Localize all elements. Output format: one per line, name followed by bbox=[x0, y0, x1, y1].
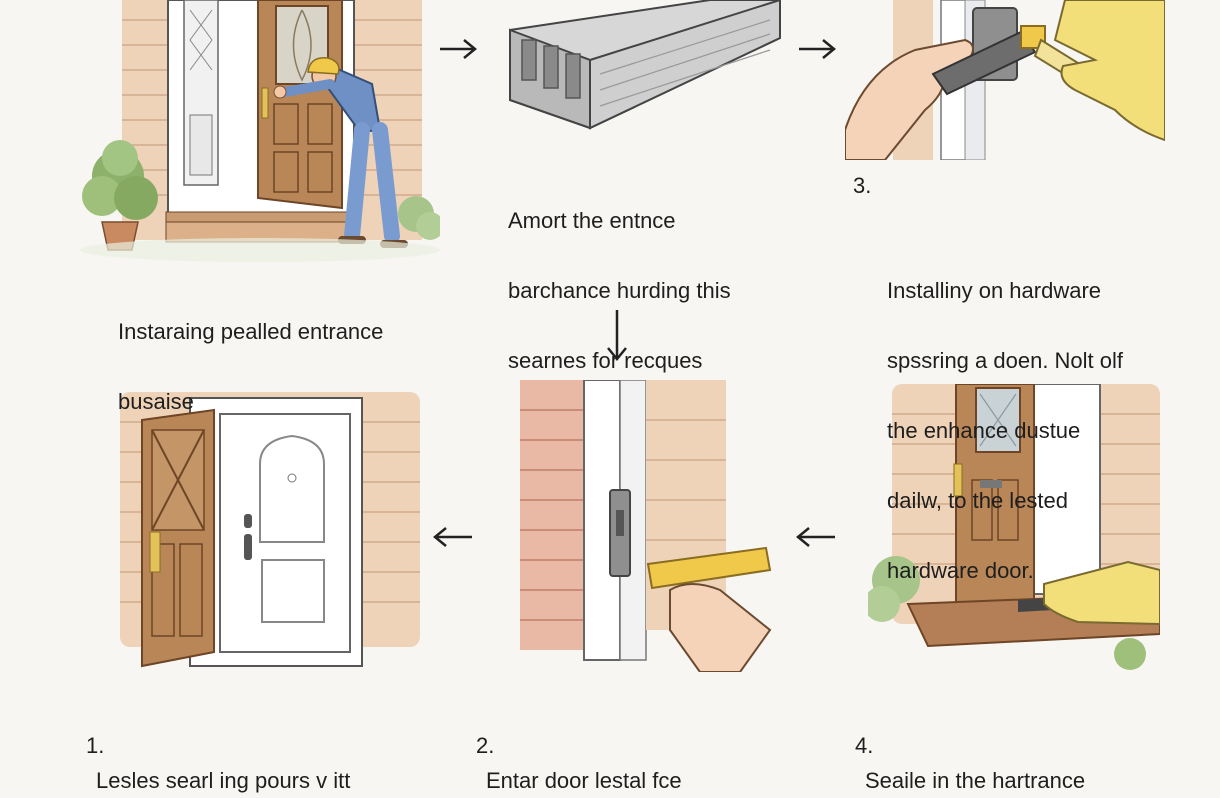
caption-line: Seaile in the hartrance bbox=[865, 768, 1086, 793]
illustration-hands-hardware bbox=[845, 0, 1165, 160]
step-number: 2. bbox=[476, 733, 495, 758]
caption-line: the enhance dustue bbox=[887, 418, 1081, 443]
illustration-worker-door bbox=[80, 0, 440, 265]
caption-step-measure: Amort the entnce barchance hurding this … bbox=[508, 168, 731, 413]
caption-step-prep: Instaraing pealled entrance busaise bbox=[118, 279, 383, 454]
caption-line: spssring a doen. Nolt olf bbox=[887, 348, 1124, 373]
caption-line: Amort the entnce bbox=[508, 208, 676, 233]
caption-line: Lesles searl ing pours v itt bbox=[96, 768, 351, 793]
step-number: 4. bbox=[855, 733, 874, 758]
caption-line: searnes for recques bbox=[508, 348, 703, 373]
caption-line: hardware door. bbox=[887, 558, 1034, 583]
caption-line: barchance hurding this bbox=[508, 278, 731, 303]
caption-line: Installiny on hardware bbox=[887, 278, 1102, 303]
caption-step-4: 4. Seaile in the hartrance bbox=[855, 693, 1085, 798]
illustration-threshold-profile bbox=[500, 0, 790, 140]
step-number: 3. bbox=[853, 173, 872, 198]
illustration-sealing-threshold bbox=[868, 384, 1160, 676]
caption-step-1: 1. Lesles searl ing pours v itt bbox=[86, 693, 350, 798]
step-number: 1. bbox=[86, 733, 105, 758]
illustration-finished-door bbox=[120, 382, 420, 672]
caption-line: Instaraing pealled entrance bbox=[118, 319, 384, 344]
caption-line: Entar door lestal fce bbox=[486, 768, 682, 793]
right-arrow-icon bbox=[438, 38, 478, 65]
illustration-strike-plate bbox=[520, 380, 780, 672]
caption-step-2: 2. Entar door lestal fce bbox=[476, 693, 682, 798]
caption-step-3: 3. Installiny on hardware spssring a doe… bbox=[853, 168, 1123, 658]
down-arrow-icon bbox=[605, 308, 629, 367]
right-arrow-icon bbox=[797, 38, 837, 65]
left-arrow-icon bbox=[432, 526, 474, 553]
caption-line: dailw, to the lested bbox=[887, 488, 1069, 513]
left-arrow-icon bbox=[795, 526, 837, 553]
caption-line: busaise bbox=[118, 389, 194, 414]
